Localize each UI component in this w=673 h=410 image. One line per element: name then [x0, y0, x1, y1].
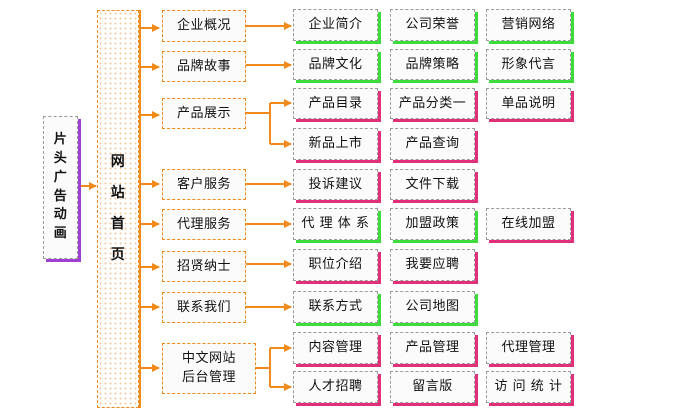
child-product-management: 产品管理 [390, 332, 475, 364]
child-company-intro: 企业简介 [293, 9, 378, 41]
section-brand-story: 品牌故事 [162, 51, 246, 82]
side-char: 片 [53, 131, 68, 147]
section-customer-service: 客户服务 [162, 169, 246, 200]
child-agency-system: 代 理 体 系 [293, 208, 378, 240]
child-online-franchise: 在线加盟 [486, 208, 571, 240]
side-char: 广 [53, 169, 68, 185]
side-char: 头 [53, 150, 68, 166]
child-single-product-info: 单品说明 [486, 88, 571, 119]
child-agent-management: 代理管理 [486, 332, 571, 364]
home-char: 页 [110, 246, 126, 263]
child-new-products: 新品上市 [293, 128, 378, 160]
child-guestbook: 留言版 [390, 371, 475, 403]
child-brand-ambassador: 形象代言 [486, 49, 571, 80]
child-brand-strategy: 品牌策略 [390, 49, 475, 80]
section-company-overview: 企业概况 [162, 10, 246, 42]
child-contact-info: 联系方式 [293, 291, 378, 323]
side-char: 动 [53, 207, 68, 223]
home-char: 首 [110, 216, 126, 232]
child-complaints-suggestions: 投诉建议 [293, 169, 378, 200]
child-sales-network: 营销网络 [486, 9, 571, 41]
side-char: 画 [53, 226, 68, 242]
home-char: 站 [110, 185, 126, 202]
section-product-showcase: 产品展示 [162, 98, 246, 129]
home-char: 网 [110, 154, 126, 171]
child-product-category-one: 产品分类一 [390, 88, 475, 119]
section-contact-us: 联系我们 [162, 292, 246, 323]
side-char: 告 [53, 188, 68, 204]
child-product-catalog: 产品目录 [293, 88, 378, 119]
child-job-intro: 职位介绍 [293, 249, 378, 281]
child-content-management: 内容管理 [293, 332, 378, 364]
home-page-box: 网 站 首 页 [97, 10, 139, 408]
section-agency-service: 代理服务 [162, 209, 246, 240]
child-company-honors: 公司荣誉 [390, 9, 475, 41]
section-label-line: 后台管理 [181, 369, 236, 385]
side-ad-animation-box: 片 头 广 告 动 画 [43, 116, 78, 259]
child-franchise-policy: 加盟政策 [390, 208, 475, 240]
child-company-map: 公司地图 [390, 291, 475, 323]
child-brand-culture: 品牌文化 [293, 49, 378, 80]
section-label-line: 中文网站 [181, 350, 236, 366]
child-talent-recruitment: 人才招聘 [293, 371, 378, 403]
child-file-download: 文件下载 [390, 169, 475, 200]
child-product-search: 产品查询 [390, 128, 475, 160]
section-recruitment: 招贤纳士 [162, 251, 246, 282]
child-apply-job: 我要应聘 [390, 249, 475, 281]
child-visit-statistics: 访 问 统 计 [486, 371, 571, 403]
section-admin-backend: 中文网站 后台管理 [162, 343, 256, 394]
